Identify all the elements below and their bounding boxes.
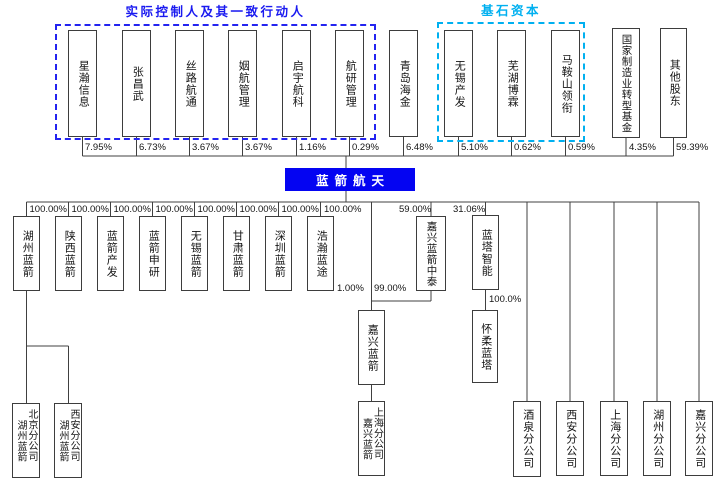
- pct-label: 6.73%: [139, 142, 166, 153]
- branch-box-xian: 西安分公司: [556, 401, 584, 476]
- branch-box-huzhou-xian: 西安分公司 湖州蓝箭: [54, 403, 82, 478]
- controllers-group-title: 实际控制人及其一致行动人: [125, 5, 306, 19]
- pct-label: 0.59%: [568, 142, 595, 153]
- subsidiary-box-haohan: 浩瀚蓝途: [307, 216, 334, 291]
- cornerstone-group-frame: [437, 22, 585, 142]
- level3-box-huairou-lanta: 怀柔蓝塔: [472, 310, 498, 383]
- subsidiary-box-lanta: 蓝塔智能: [472, 215, 499, 290]
- pct-label: 100.0%: [489, 294, 522, 305]
- subsidiary-box-huzhou: 湖州蓝箭: [13, 216, 40, 291]
- shareholder-box-wuhubolin: 芜湖博霖: [497, 30, 526, 137]
- subsidiary-box-shaanxi: 陕西蓝箭: [55, 216, 82, 291]
- controllers-group-frame: [55, 24, 376, 140]
- shareholder-box-wuxichanfa: 无锡产发: [444, 30, 473, 137]
- branch-box-huzhou-beijing: 北京分公司 湖州蓝箭: [12, 403, 40, 478]
- pct-label: 4.35%: [629, 142, 656, 153]
- pct-label: 7.95%: [85, 142, 112, 153]
- pct-label: 59.39%: [676, 142, 709, 153]
- pct-label: 31.06%: [453, 204, 486, 215]
- pct-label: 0.62%: [514, 142, 541, 153]
- pct-label: 1.00%: [337, 283, 364, 294]
- shareholder-box-silu: 丝路航通: [175, 30, 204, 137]
- parent-company-box: 蓝箭航天: [285, 168, 415, 191]
- subsidiary-box-shenyan: 蓝箭申研: [139, 216, 166, 291]
- pct-label: 99.00%: [374, 283, 407, 294]
- pct-label: 100.00%: [71, 204, 110, 215]
- shareholder-box-qingdao: 青岛海金: [389, 30, 418, 137]
- pct-label: 100.00%: [197, 204, 236, 215]
- pct-label: 3.67%: [192, 142, 219, 153]
- subsidiary-box-gansu: 甘肃蓝箭: [223, 216, 250, 291]
- shareholder-box-xinghan: 星瀚信息: [68, 30, 97, 137]
- branch-box-jiuquan: 酒泉分公司: [513, 401, 541, 477]
- pct-label: 6.48%: [406, 142, 433, 153]
- branch-box-jiaxing-shanghai: 上海分公司 嘉兴蓝箭: [358, 401, 385, 476]
- cornerstone-group-title: 基石资本: [480, 4, 541, 18]
- subsidiary-box-shenzhen: 深圳蓝箭: [265, 216, 292, 291]
- shareholder-box-maanshan: 马鞍山领衔: [551, 30, 580, 137]
- subsidiary-box-wuxi: 无锡蓝箭: [181, 216, 208, 291]
- subsidiary-box-jiaxing-zhongtai: 嘉兴蓝箭中泰: [416, 216, 446, 291]
- branch-box-jiaxing: 嘉兴分公司: [685, 401, 713, 476]
- pct-label: 0.29%: [352, 142, 379, 153]
- shareholder-box-national-fund: 国家制造业转型基金: [612, 28, 640, 138]
- pct-label: 100.00%: [113, 204, 152, 215]
- pct-label: 5.10%: [461, 142, 488, 153]
- subsidiary-box-chanfa: 蓝箭产发: [97, 216, 124, 291]
- shareholder-box-others: 其他股东: [660, 28, 687, 138]
- pct-label: 1.16%: [299, 142, 326, 153]
- branch-box-shanghai: 上海分公司: [600, 401, 628, 476]
- pct-label: 3.67%: [245, 142, 272, 153]
- shareholder-box-yinhang: 姻航管理: [228, 30, 257, 137]
- pct-label: 100.00%: [29, 204, 68, 215]
- pct-label: 59.00%: [399, 204, 432, 215]
- shareholder-box-hangyan: 航研管理: [335, 30, 364, 137]
- shareholder-box-zhangchangwu: 张昌武: [122, 30, 151, 137]
- pct-label: 100.00%: [281, 204, 320, 215]
- pct-label: 100.00%: [155, 204, 194, 215]
- parent-company-name: 蓝箭航天: [315, 174, 390, 188]
- pct-label: 100.00%: [239, 204, 278, 215]
- pct-label: 100.00%: [324, 204, 362, 215]
- branch-box-huzhou: 湖州分公司: [643, 401, 671, 476]
- shareholder-box-qiyu: 启宇航科: [282, 30, 311, 137]
- level3-box-jiaxing-lanjian: 嘉兴蓝箭: [358, 310, 385, 385]
